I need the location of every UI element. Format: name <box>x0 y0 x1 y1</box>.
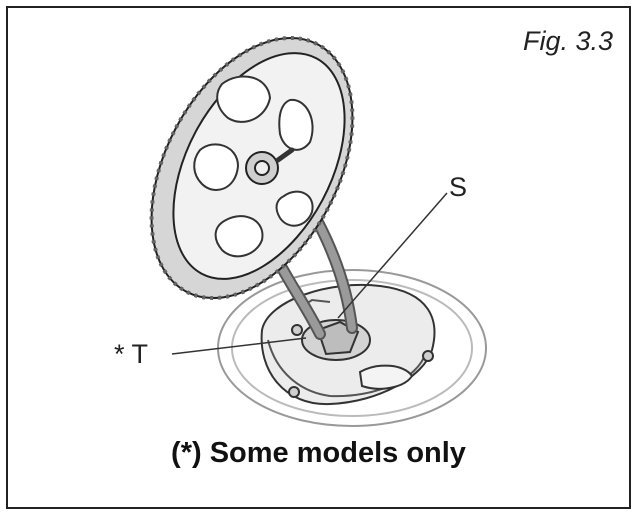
callout-s: S <box>449 172 468 202</box>
leader-lines <box>171 192 448 355</box>
figure-label: Fig. 3.3 <box>522 26 613 56</box>
callout-t: * T <box>114 339 149 369</box>
leader-line-s <box>337 192 448 319</box>
leader-line-t <box>171 337 307 355</box>
figure-caption: (*) Some models only <box>171 437 466 469</box>
wheel-icon <box>149 35 355 301</box>
